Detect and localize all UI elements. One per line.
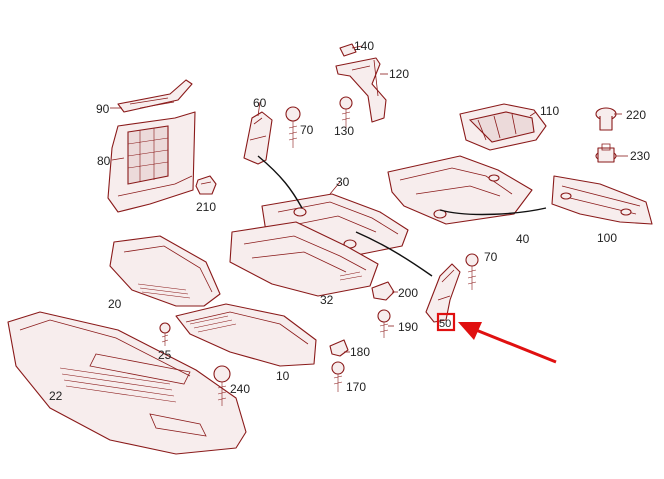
- part-90-bracket[interactable]: [117, 79, 193, 113]
- callout-50: 50: [439, 318, 451, 330]
- callout-240: 240: [230, 382, 250, 396]
- callout-190: 190: [398, 320, 418, 334]
- part-180-clip[interactable]: [329, 339, 349, 357]
- callout-22: 22: [49, 389, 63, 403]
- callout-60: 60: [253, 96, 267, 110]
- callout-130: 130: [334, 124, 354, 138]
- part-100-side-panel[interactable]: [551, 175, 653, 225]
- callout-80: 80: [97, 154, 111, 168]
- highlight-box: [436, 312, 456, 332]
- part-50-bracket[interactable]: [425, 263, 461, 323]
- part-190-screw[interactable]: [377, 309, 391, 338]
- callout-120: 120: [389, 67, 409, 81]
- part-22-underbody-panel[interactable]: [7, 311, 247, 455]
- part-240-screw[interactable]: [213, 365, 231, 406]
- part-40-panel[interactable]: [387, 155, 547, 225]
- callout-20: 20: [108, 297, 122, 311]
- part-80-side-panel[interactable]: [107, 111, 196, 213]
- red-arrow-icon: [458, 322, 557, 364]
- callout-140: 140: [354, 39, 374, 53]
- routing-wire-right: [355, 231, 433, 277]
- callout-10: 10: [276, 369, 290, 383]
- part-120-bracket[interactable]: [335, 57, 387, 123]
- part-130-screw[interactable]: [339, 96, 353, 128]
- callout-110: 110: [540, 104, 559, 118]
- part-110-shield[interactable]: [459, 103, 547, 151]
- callout-210: 210: [196, 200, 216, 214]
- part-170-screw[interactable]: [331, 361, 345, 392]
- callout-25: 25: [158, 348, 172, 362]
- part-10-panel[interactable]: [175, 303, 317, 367]
- callout-30: 30: [336, 175, 350, 189]
- part-200-clip[interactable]: [371, 281, 395, 301]
- callout-230: 230: [630, 149, 650, 163]
- callout-90: 90: [96, 102, 110, 116]
- callout-200: 200: [398, 286, 418, 300]
- highlighted-callout-50[interactable]: 50: [436, 312, 456, 332]
- callout-220: 220: [626, 108, 646, 122]
- leader-lines: [110, 45, 628, 353]
- part-60-bracket[interactable]: [243, 111, 273, 165]
- part-70-screw-upper[interactable]: [285, 106, 301, 148]
- callout-70-lower: 70: [484, 250, 498, 264]
- callout-70-upper: 70: [300, 123, 314, 137]
- routing-wire-left: [257, 155, 303, 209]
- part-140-clip[interactable]: [339, 43, 357, 57]
- part-210-clip[interactable]: [195, 175, 217, 195]
- callout-32: 32: [320, 293, 334, 307]
- callout-180: 180: [350, 345, 370, 359]
- callout-170: 170: [346, 380, 366, 394]
- part-20-panel[interactable]: [109, 235, 221, 307]
- part-32-center-panel[interactable]: [229, 221, 379, 297]
- callout-100: 100: [597, 231, 617, 245]
- callout-40: 40: [516, 232, 530, 246]
- part-70-screw-lower[interactable]: [465, 253, 479, 290]
- part-25-screw[interactable]: [159, 322, 171, 346]
- part-230-fastener[interactable]: [595, 143, 617, 163]
- part-220-fastener[interactable]: [595, 107, 617, 131]
